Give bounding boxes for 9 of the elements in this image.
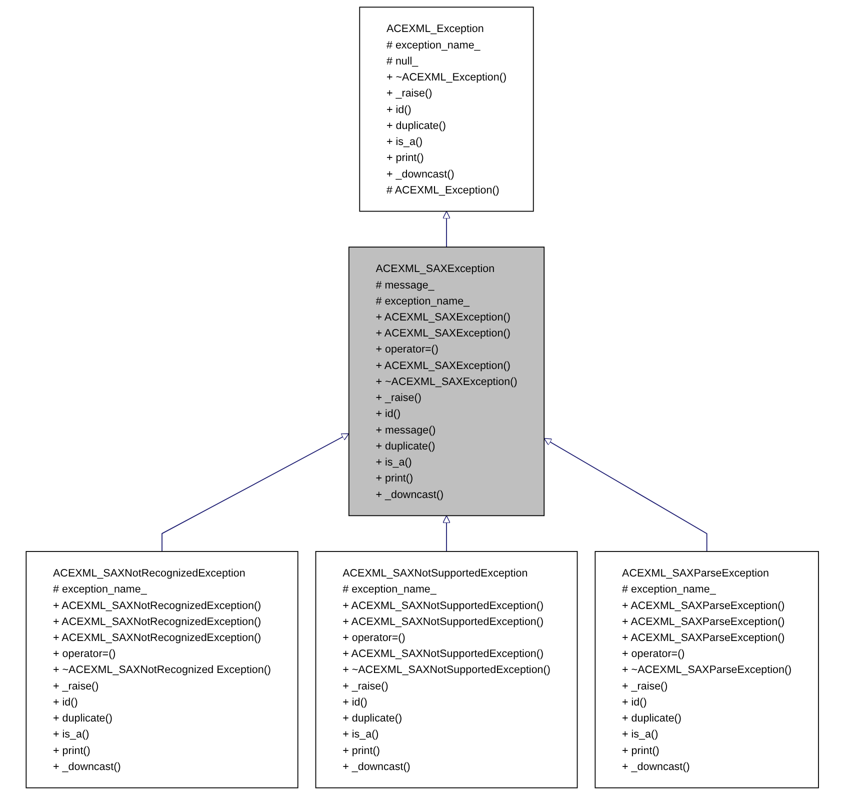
node-box: ACEXML_SAXException # message_ # exception_name_ + ACEXML_SAXException() + ACEXML_SAXException() + operator=() + ACEXML_SAXException() + ~ACEXML_SAXException() + _raise() + id() + message() + duplicate() + is_a() + print() + _downcast() — [348, 246, 545, 516]
arrow — [442, 515, 451, 552]
node-box: ACEXML_SAXNotRecognizedException # exception_name_ + ACEXML_SAXNotRecognizedException() + ACEXML_SAXNotRecognizedException() + ACEXML_SAXNotRecognizedException() + operator=() + ~ACEXML_SAXNotRecognized Exception() + _raise() + id() + duplicate() + is_a() + print() + _downcast() — [26, 551, 298, 788]
arrow — [544, 438, 708, 552]
node-box: ACEXML_SAXParseException # exception_name_ + ACEXML_SAXParseException() + ACEXML_SAXParseException() + ACEXML_SAXParseException() + operator=() + ~ACEXML_SAXParseException() + _raise() + id() + duplicate() + is_a() + print() + _downcast() — [594, 551, 820, 788]
node-box: ACEXML_SAXNotSupportedException # exception_name_ + ACEXML_SAXNotSupportedException() + ACEXML_SAXNotSupportedException() + operator=() + ACEXML_SAXNotSupportedException() + ~ACEXML_SAXNotSupportedException() + _raise() + id() + duplicate() + is_a() + print() + _downcast() — [315, 551, 578, 788]
arrow — [442, 210, 451, 248]
node-box: ACEXML_Exception # exception_name_ # null_ + ~ACEXML_Exception() + _raise() + id() + duplicate() + is_a() + print() + _downcast() # ACEXML_Exception() — [359, 6, 534, 212]
arrow — [162, 433, 350, 552]
